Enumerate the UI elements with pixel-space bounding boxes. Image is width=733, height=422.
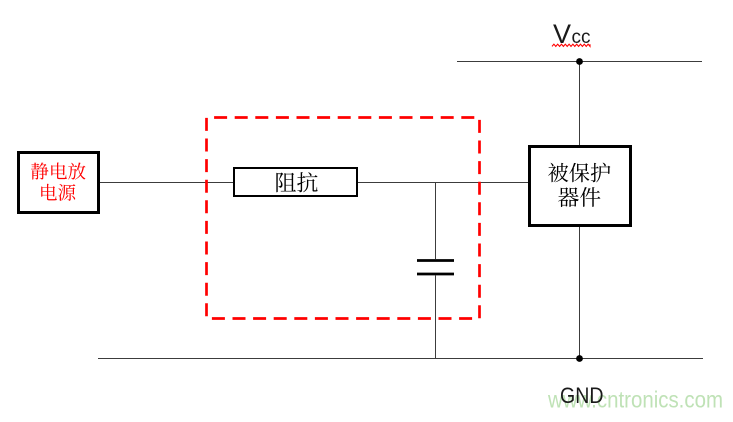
svg-text:www.cntronics.com: www.cntronics.com xyxy=(547,387,723,413)
svg-text:V: V xyxy=(553,19,571,49)
svg-text:cc: cc xyxy=(572,27,591,48)
svg-text:GND: GND xyxy=(560,383,604,408)
